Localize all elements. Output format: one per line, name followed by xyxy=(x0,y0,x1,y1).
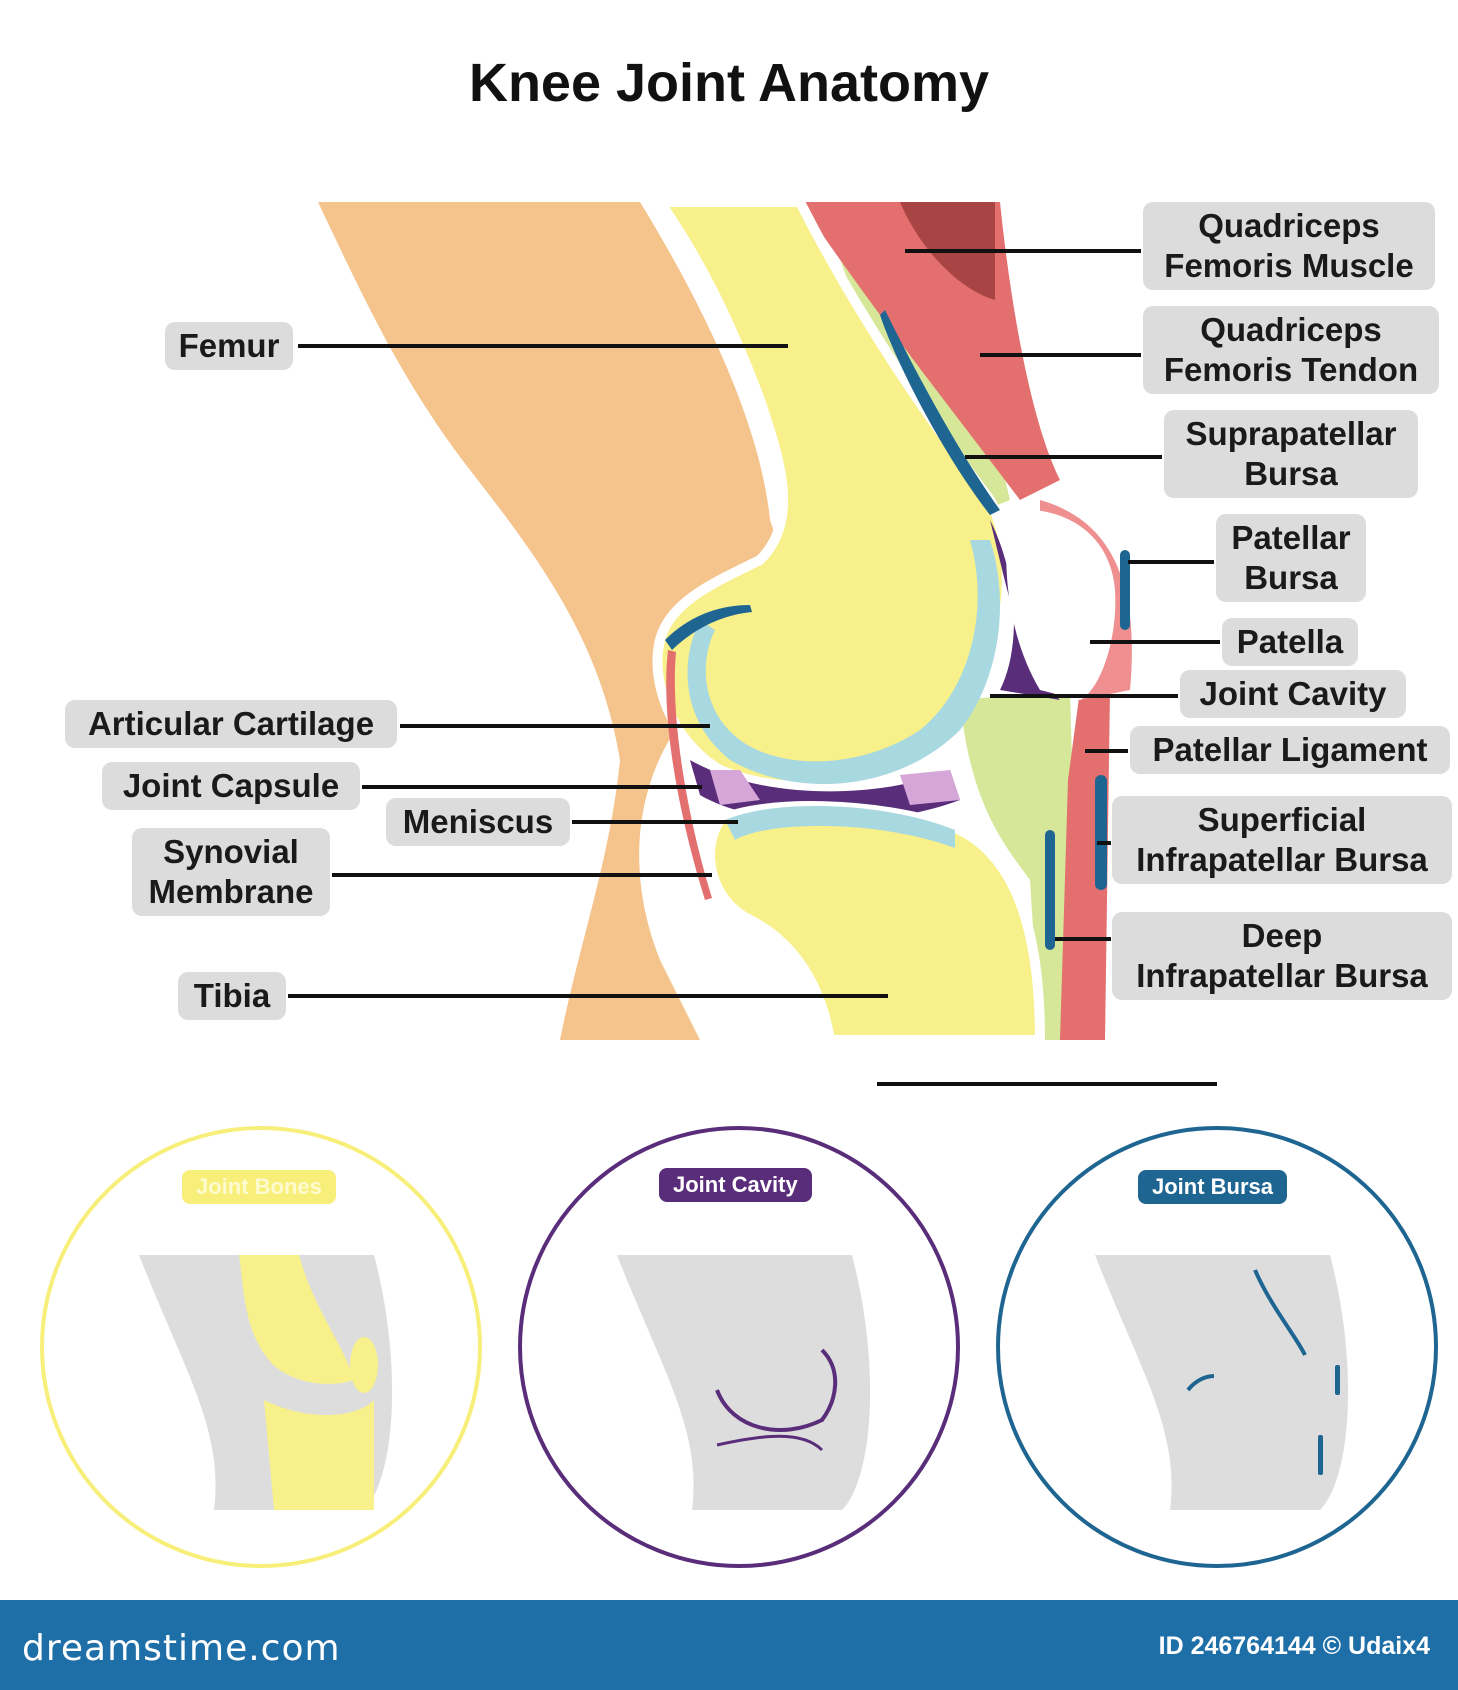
line-patella xyxy=(1090,640,1220,644)
line-synovial-membrane xyxy=(332,873,712,877)
deep-bursa-shape xyxy=(1045,830,1055,950)
line-joint-capsule xyxy=(362,785,702,789)
capsule-bursa-shape xyxy=(665,605,752,650)
line-meniscus xyxy=(572,820,738,824)
tibia-cartilage xyxy=(725,806,955,848)
inset-joint-bursa-art xyxy=(1095,1255,1349,1510)
line-patellar-ligament xyxy=(1085,749,1128,753)
inset-joint-bones: Joint Bones xyxy=(40,1126,482,1568)
inset-joint-cavity: Joint Cavity xyxy=(518,1126,960,1568)
line-deep-bursa xyxy=(1055,937,1111,941)
line-quadriceps-muscle xyxy=(905,249,1141,253)
line-femur xyxy=(298,344,788,348)
footer-bar: dreamstime.com ID 246764144 © Udaix4 xyxy=(0,1600,1458,1690)
label-articular-cartilage: Articular Cartilage xyxy=(65,700,397,748)
label-patellar-ligament: Patellar Ligament xyxy=(1130,726,1450,774)
meniscus-shape xyxy=(710,770,760,805)
page-title: Knee Joint Anatomy xyxy=(468,53,990,113)
line-superficial-bursa xyxy=(1097,841,1111,845)
infrapatellar-fat-pad xyxy=(960,690,1080,1040)
line-patellar-bursa xyxy=(1128,560,1214,564)
tibia-bone xyxy=(705,801,1046,1045)
line-joint-cavity xyxy=(990,694,1178,698)
line-quadriceps-tendon xyxy=(980,353,1141,357)
joint-cavity-shape xyxy=(990,520,1060,700)
footer-brand[interactable]: dreamstime.com xyxy=(22,1628,341,1669)
line-suprapatellar-bursa xyxy=(965,455,1162,459)
inset-joint-cavity-pill: Joint Cavity xyxy=(659,1168,812,1202)
meniscus-shape-2 xyxy=(900,770,960,805)
inset-joint-bursa-pill: Joint Bursa xyxy=(1138,1170,1288,1204)
line-tibia xyxy=(288,994,888,998)
inset-joint-cavity-art xyxy=(617,1255,871,1510)
label-tibia: Tibia xyxy=(178,972,286,1020)
leg-silhouette xyxy=(318,202,781,1040)
label-joint-capsule: Joint Capsule xyxy=(102,762,360,810)
patella-bone xyxy=(1006,509,1116,700)
inset-joint-bones-art xyxy=(139,1255,393,1510)
superficial-bursa-shape xyxy=(1095,775,1107,890)
patellar-bursa-shape xyxy=(1120,550,1130,630)
suprapatellar-bursa-shape xyxy=(880,310,1000,515)
label-femur: Femur xyxy=(165,322,293,370)
footer-credit: ID 246764144 © Udaix4 xyxy=(1158,1632,1430,1660)
knee-illustration xyxy=(318,202,1132,1045)
label-meniscus: Meniscus xyxy=(386,798,570,846)
line-articular-cartilage xyxy=(400,724,710,728)
inset-joint-bones-pill: Joint Bones xyxy=(182,1170,336,1204)
divider-line xyxy=(877,1082,1217,1086)
joint-capsule-shape xyxy=(666,650,712,900)
label-joint-cavity: Joint Cavity xyxy=(1180,670,1406,718)
inset-joint-bursa: Joint Bursa xyxy=(996,1126,1438,1568)
label-patella: Patella xyxy=(1222,618,1358,666)
